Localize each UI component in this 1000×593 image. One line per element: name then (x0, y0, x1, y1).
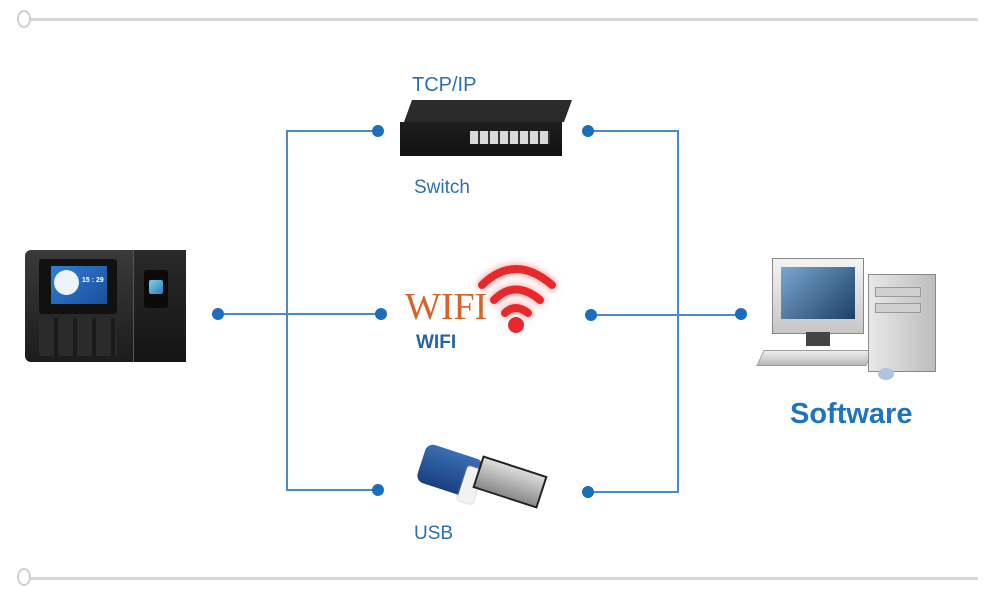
switch-bottom-label: Switch (414, 177, 470, 198)
switch-front-face (400, 122, 562, 156)
device-screen-bezel: 15 : 29 (39, 259, 117, 314)
usb-label: USB (414, 523, 454, 544)
device-right-panel (133, 250, 186, 362)
wifi-logo-text: WIFI (405, 286, 488, 328)
monitor-stand (806, 332, 830, 346)
top-rail (28, 18, 978, 21)
keyboard (756, 350, 874, 366)
line-left-bus (286, 130, 378, 491)
attendance-device: 15 : 29 (25, 250, 186, 362)
drive-bay-2 (875, 303, 921, 313)
line-right-bus (588, 130, 679, 493)
pc-tower (868, 274, 936, 372)
fingerprint-sensor-icon (144, 270, 168, 308)
screen-time: 15 : 29 (82, 277, 104, 284)
switch-top-label: TCP/IP (412, 74, 477, 96)
dot-switch-left (372, 125, 384, 137)
device-screen: 15 : 29 (51, 266, 107, 304)
bottom-rail (28, 577, 978, 580)
dot-wifi-right (585, 309, 597, 321)
dot-usb-left (372, 484, 384, 496)
dot-wifi-left (375, 308, 387, 320)
mouse (878, 368, 894, 380)
dot-switch-right (582, 125, 594, 137)
wifi-label: WIFI (416, 332, 457, 353)
network-switch-icon (400, 100, 573, 162)
computer-icon (756, 258, 940, 383)
bottom-rail-knob (17, 568, 31, 586)
usb-plug-icon (415, 442, 550, 515)
switch-ports (470, 131, 550, 144)
dot-usb-right (582, 486, 594, 498)
fingerprint-window (149, 280, 163, 294)
clock-icon (54, 270, 79, 295)
top-rail-knob (17, 10, 31, 28)
dot-device (212, 308, 224, 320)
device-keypad (39, 318, 117, 356)
wifi-signal-icon (478, 265, 556, 333)
drive-bay (875, 287, 921, 297)
dot-computer (735, 308, 747, 320)
switch-top-face (403, 100, 573, 122)
usb-plug-connector (472, 455, 548, 509)
software-label: Software (790, 398, 913, 430)
monitor (772, 258, 864, 334)
monitor-screen (781, 267, 855, 319)
